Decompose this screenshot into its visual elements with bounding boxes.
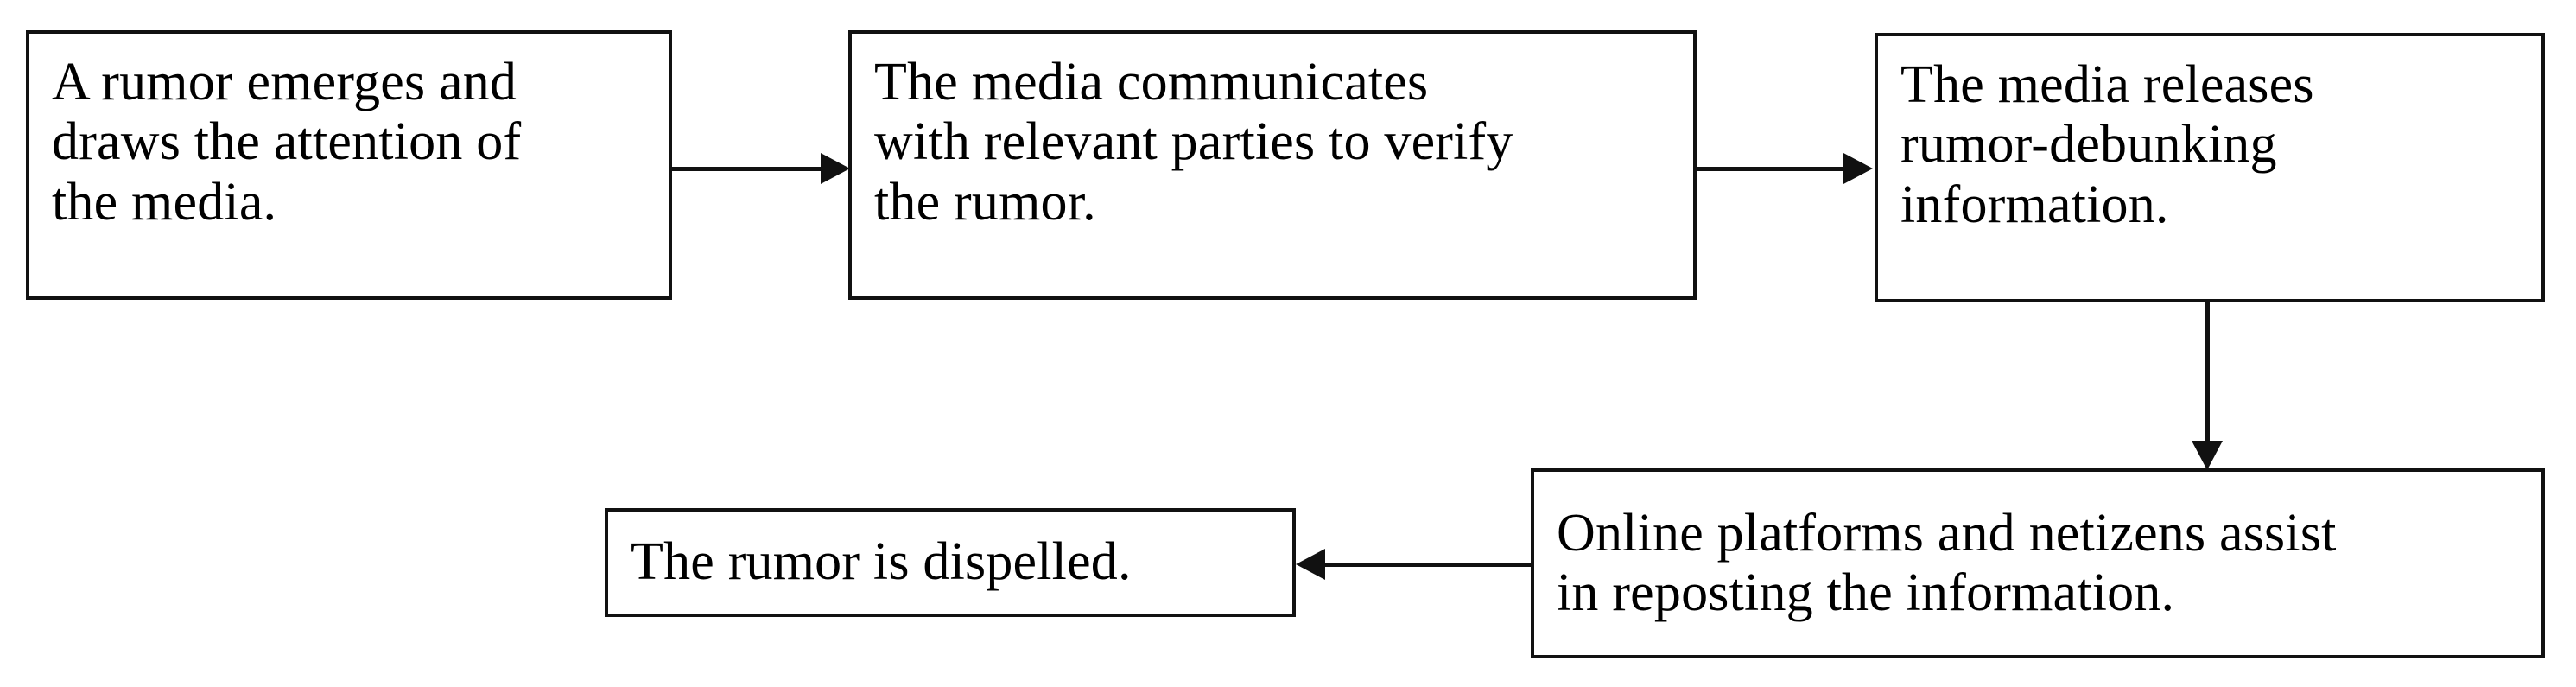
arrowhead-right-icon — [821, 153, 850, 184]
arrowhead-down-icon — [2192, 441, 2223, 470]
flowchart-node-platforms-assist[interactable]: Online platforms and netizens assist in … — [1531, 468, 2545, 658]
flowchart-node-media-releases[interactable]: The media releases rumor-debunking infor… — [1875, 33, 2545, 302]
edge-line-horizontal — [1697, 167, 1847, 171]
node-label-media-releases: The media releases rumor-debunking infor… — [1900, 55, 2314, 234]
node-label-platforms-assist: Online platforms and netizens assist in … — [1557, 503, 2337, 622]
node-label-media-verifies: The media communicates with relevant par… — [874, 53, 1513, 232]
flowchart-node-media-verifies[interactable]: The media communicates with relevant par… — [848, 30, 1697, 300]
flowchart-node-rumor-emerges[interactable]: A rumor emerges and draws the attention … — [26, 30, 672, 300]
edge-line-vertical — [2205, 302, 2210, 446]
flowchart-node-rumor-dispelled[interactable]: The rumor is dispelled. — [605, 508, 1296, 617]
node-label-rumor-dispelled: The rumor is dispelled. — [631, 532, 1132, 592]
edge-line-horizontal — [672, 167, 826, 171]
edge-line-horizontal — [1325, 563, 1532, 567]
arrowhead-right-icon — [1843, 153, 1873, 184]
arrowhead-left-icon — [1296, 549, 1325, 580]
node-label-rumor-emerges: A rumor emerges and draws the attention … — [52, 53, 522, 232]
